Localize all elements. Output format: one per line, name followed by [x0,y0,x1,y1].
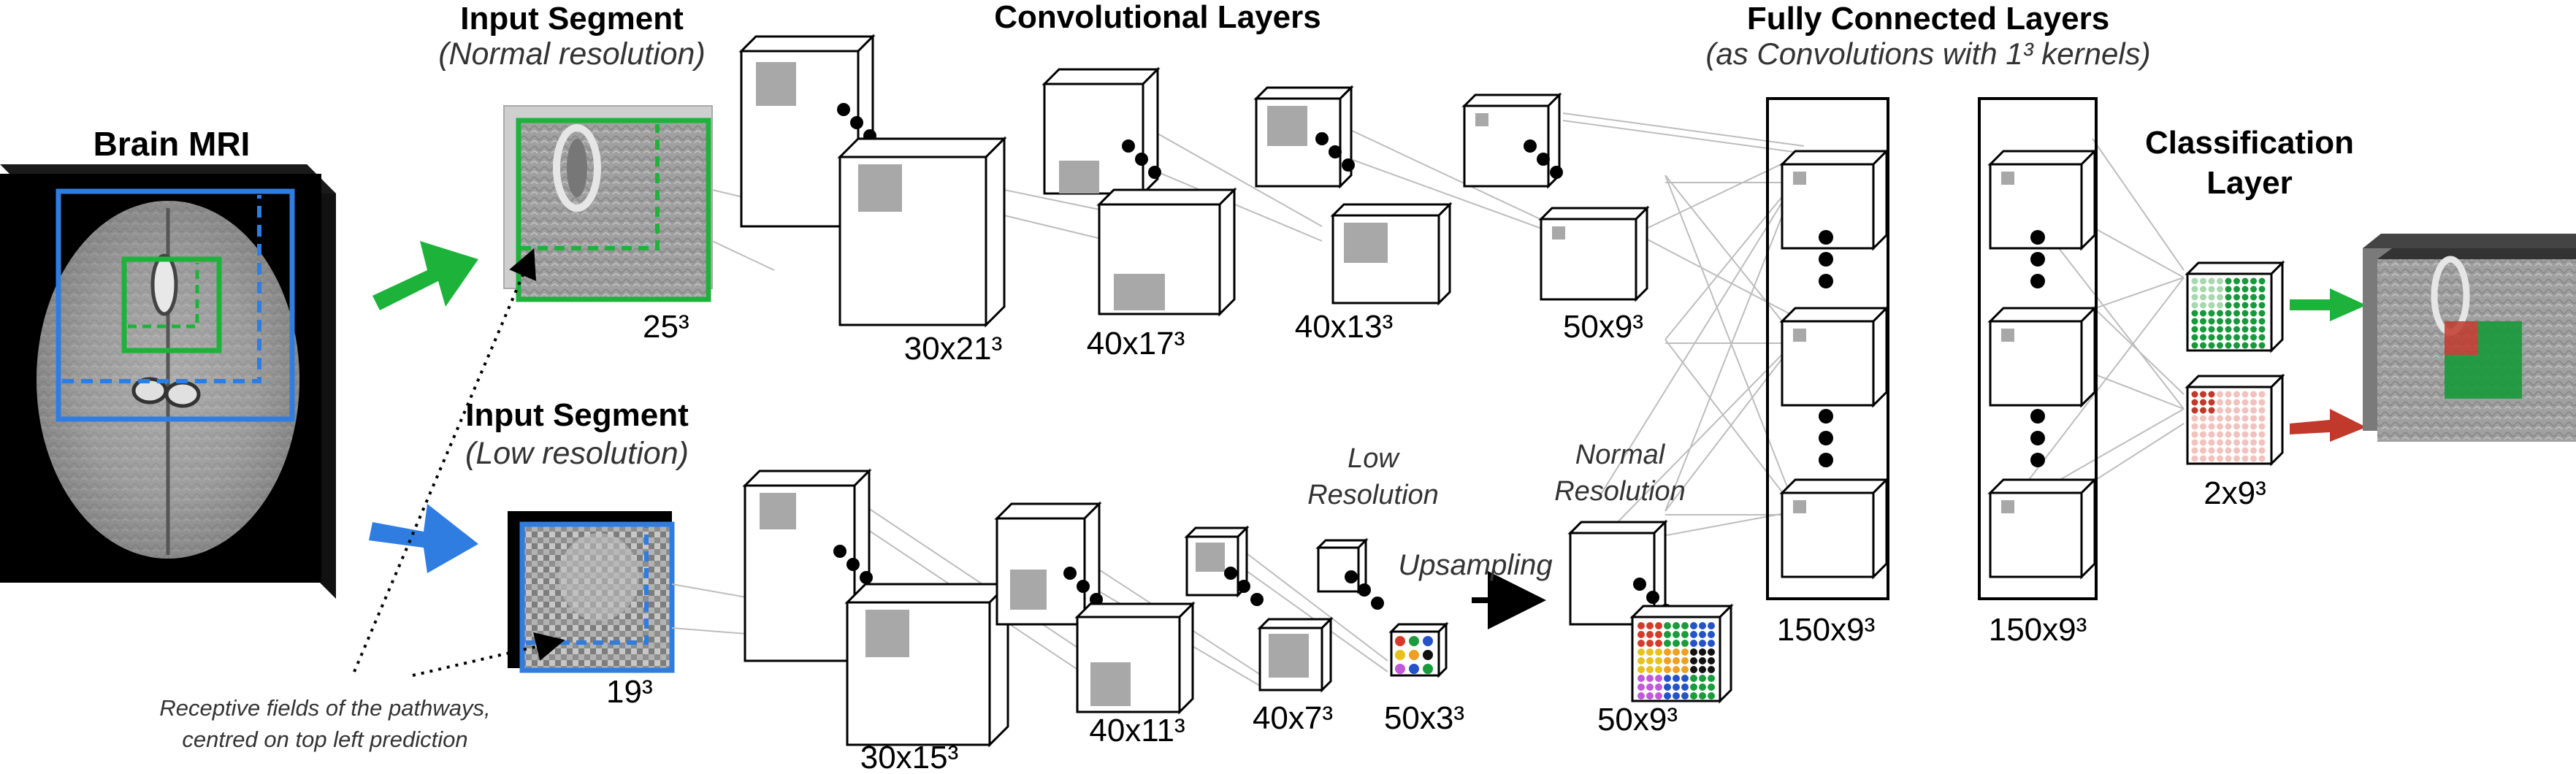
receptive-note-1: Receptive fields of the pathways, [159,695,490,721]
brain-mri-title: Brain MRI [93,125,251,163]
output-segmentation-volume [2363,234,2576,442]
classification-title-1: Classification [2145,125,2354,161]
red-output-arrow [2290,409,2366,442]
brain-mri-volume [0,164,336,599]
input-normal-subtitle: (Normal resolution) [438,37,706,72]
input-normal-size: 25³ [643,309,689,345]
normal-resolution-label-1: Normal [1575,440,1666,470]
low-res-field-box [56,188,295,422]
input-low-subtitle: (Low resolution) [465,436,689,471]
fc-cube-2 [1779,305,1889,408]
fc-size-2: 150x9³ [1989,612,2087,648]
fc-cube-6 [1987,477,2098,580]
low-cube-4a [1315,537,1384,610]
upsampled-size: 50x9³ [1597,702,1678,737]
low-size-2: 40x11³ [1089,713,1185,748]
low-res-color-grid [1395,636,1433,674]
normal-res-field-box [121,256,222,353]
top-size-2: 40x17³ [1087,326,1185,361]
class-size: 2x9³ [2204,475,2266,511]
classification-title-2: Layer [2206,165,2292,201]
fc-cube-3 [1779,477,1889,580]
top-cube-4b [1538,205,1650,302]
top-cube-1b [837,136,1007,328]
upsampling-label: Upsampling [1398,549,1552,581]
fc-layer-1-frame [1766,97,1889,600]
feature-map-cubes [738,34,2285,748]
low-resolution-label-2: Resolution [1307,480,1439,510]
input-segment-normal-volume [503,105,713,302]
green-arrow [372,241,478,310]
top-cube-3a [1253,85,1355,189]
low-size-3: 40x7³ [1253,700,1333,736]
fc-cube-5 [1987,305,2098,408]
fc-layer-2-frame [1978,97,2098,600]
top-cube-2b [1096,187,1237,317]
fc-title: Fully Connected Layers [1747,1,2109,37]
classification-dots [2191,277,2266,462]
low-cube-1b [844,581,1011,748]
low-cube-3a [1184,525,1264,606]
low-cube-2a [994,501,1103,627]
green-output-arrow [2290,288,2366,321]
top-cube-3b [1330,202,1453,306]
fc-size-1: 150x9³ [1777,612,1876,648]
top-cube-1a [738,34,876,229]
fc-ellipsis-dots [1819,230,2045,467]
receptive-note-2: centred on top left prediction [182,727,467,752]
top-size-1: 30x21³ [904,331,1003,367]
normal-resolution-label-2: Resolution [1554,476,1686,507]
top-size-4: 50x9³ [1563,309,1643,345]
top-cube-2a [1042,66,1161,196]
blue-arrow [369,504,478,573]
input-low-size: 19³ [606,674,653,710]
low-size-4: 50x3³ [1384,700,1464,736]
input-normal-title: Input Segment [460,1,684,37]
low-cube-3b [1257,616,1334,693]
fc-subtitle: (as Convolutions with 1³ kernels) [1705,37,2150,71]
low-cube-2b [1074,601,1196,715]
receptive-arrow-low [412,632,565,677]
top-size-3: 40x13³ [1295,309,1394,345]
low-size-1: 30x15³ [860,740,959,774]
fc-cube-1 [1779,148,1889,251]
top-cube-4a [1461,92,1563,189]
input-low-title: Input Segment [465,397,689,433]
conv-title: Convolutional Layers [994,0,1321,35]
upsample-cube-a [1567,519,1673,627]
upsampled-color-grid [1637,622,1715,700]
low-resolution-label-1: Low [1348,443,1400,474]
